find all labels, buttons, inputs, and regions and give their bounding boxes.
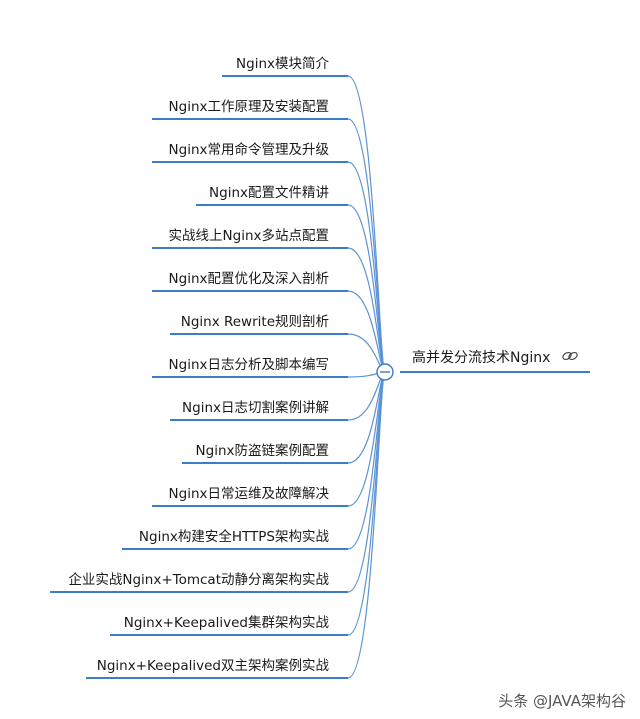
branch-label: Nginx常用命令管理及升级 [169, 141, 330, 158]
branch-nodes: Nginx模块简介 Nginx工作原理及安装配置 Nginx常用命令管理及升级 Ngi… [50, 55, 348, 679]
branch-node[interactable]: Nginx日志切割案例讲解 [170, 399, 348, 421]
branch-node[interactable]: 实战线上Nginx多站点配置 [152, 227, 348, 249]
branch-label: Nginx工作原理及安装配置 [169, 99, 329, 115]
branch-node[interactable]: Nginx工作原理及安装配置 [152, 99, 348, 120]
branch-label: 企业实战Nginx+Tomcat动静分离架构实战 [68, 571, 329, 588]
branch-node[interactable]: Nginx日志分析及脚本编写 [152, 357, 348, 378]
branch-node[interactable]: Nginx模块简介 [222, 55, 348, 77]
root-node[interactable]: 高并发分流技术Nginx [376, 349, 590, 381]
branch-node[interactable]: Nginx+Keepalived双主架构案例实战 [86, 657, 348, 679]
branch-node[interactable]: Nginx常用命令管理及升级 [152, 141, 348, 163]
branch-label: Nginx配置文件精讲 [209, 185, 329, 201]
branch-label: Nginx日常运维及故障解决 [169, 486, 330, 502]
branch-node[interactable]: Nginx+Keepalived集群架构实战 [110, 615, 348, 636]
branch-label: Nginx模块简介 [236, 55, 329, 72]
branch-node[interactable]: Nginx配置文件精讲 [196, 185, 348, 206]
branch-label: Nginx+Keepalived双主架构案例实战 [97, 657, 330, 674]
branch-label: Nginx+Keepalived集群架构实战 [124, 615, 330, 631]
branch-label: 实战线上Nginx多站点配置 [169, 227, 329, 244]
branch-label: Nginx配置优化及深入剖析 [169, 271, 329, 287]
collapse-minus-icon[interactable] [376, 363, 394, 381]
branch-node[interactable]: Nginx配置优化及深入剖析 [152, 271, 348, 292]
branch-node[interactable]: Nginx Rewrite规则剖析 [170, 314, 348, 335]
branch-node[interactable]: Nginx日常运维及故障解决 [152, 486, 348, 507]
root-label: 高并发分流技术Nginx [412, 349, 550, 366]
branch-node[interactable]: Nginx构建安全HTTPS架构实战 [122, 528, 348, 550]
link-icon[interactable] [562, 351, 579, 361]
connector-lines [347, 75, 386, 679]
branch-label: Nginx构建安全HTTPS架构实战 [139, 528, 330, 545]
branch-node[interactable]: Nginx防盗链案例配置 [182, 442, 348, 464]
branch-label: Nginx防盗链案例配置 [196, 442, 329, 459]
branch-node[interactable]: 企业实战Nginx+Tomcat动静分离架构实战 [50, 571, 348, 593]
watermark-text: 头条 @JAVA架构谷 [498, 692, 626, 710]
branch-label: Nginx日志分析及脚本编写 [169, 357, 329, 373]
branch-label: Nginx Rewrite规则剖析 [181, 314, 329, 330]
branch-label: Nginx日志切割案例讲解 [182, 399, 329, 416]
branch-connector [347, 371, 386, 679]
